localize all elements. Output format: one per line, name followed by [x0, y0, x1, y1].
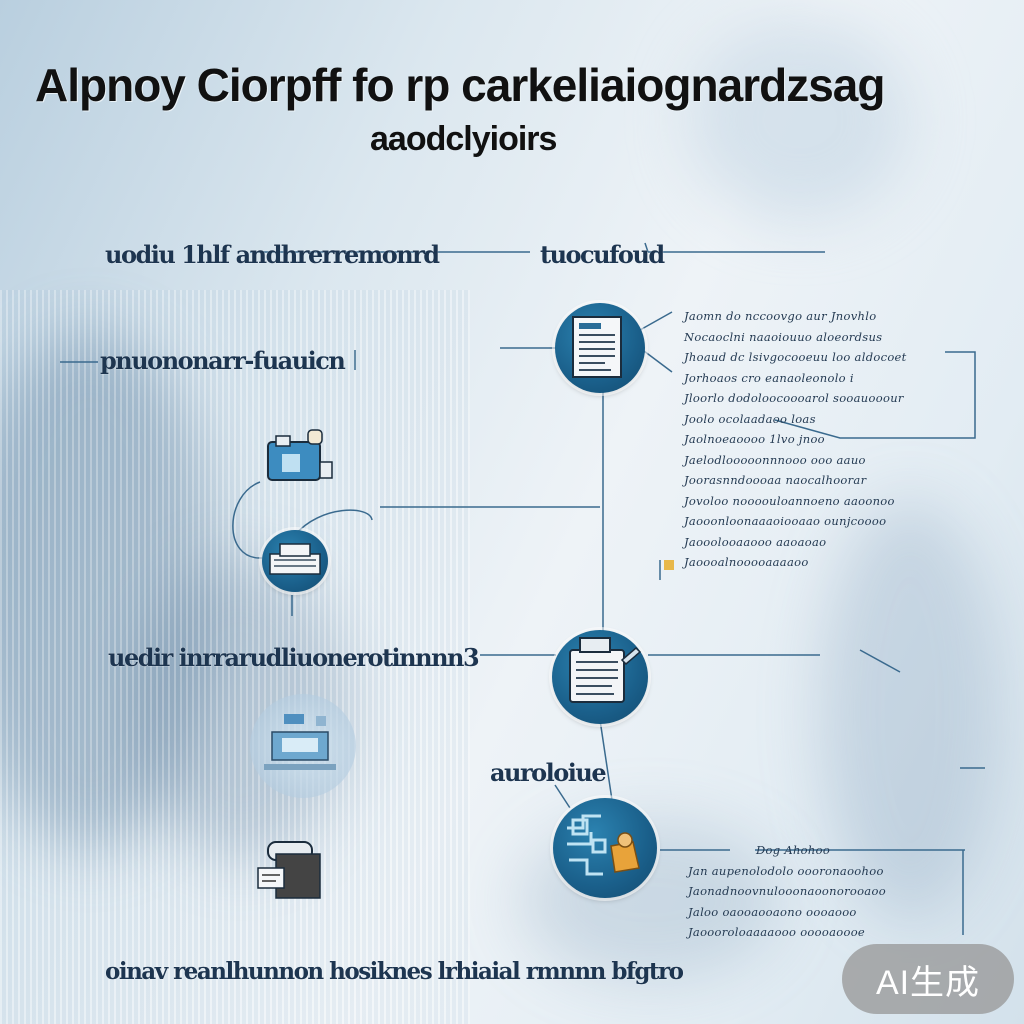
computer-icon [264, 714, 336, 770]
doc-line: Jaloo oaooaooaono oooaooo [688, 904, 857, 919]
doc-line: Jloorlo dodoloocoooarol sooauooour [684, 391, 904, 405]
label-center-left: uedir inrrarudliuonerotinnnn3 [108, 643, 480, 672]
doc-line: Jorhoaos cro eanaoleonolo i [684, 370, 854, 385]
doc-line: Jan aupenolodolo oooronaoohoo [688, 863, 884, 878]
doc-line: Jovoloo noooouloannoeno aaoonoo [684, 493, 895, 508]
doc-line: Jaoooroloaaaaooo ooooaoooe [688, 925, 866, 939]
device-icon [258, 428, 338, 488]
doc-line: Jaooonloonaaaoiooaao ounjcoooo [684, 514, 887, 528]
doc-line: Jaonadnoovnulooonaoonorooaoo [688, 884, 886, 898]
doc-line: Nocaoclni naaoiouuo aloeordsus [684, 329, 883, 344]
doc-line: Joolo ocolaadaoo loas [684, 411, 816, 426]
marker-icon [664, 560, 674, 570]
ai-generated-badge: AI生成 [842, 944, 1014, 1014]
doc-line: Jhoaud dc lsivgocooeuu loo aldocoet [684, 350, 907, 364]
circuit-robot-icon [567, 814, 640, 876]
doc-line: Jaooolooaaooo aaoaoao [684, 534, 827, 549]
contract-icon [569, 637, 642, 703]
doc-line: Joorasnndoooaa naocalhoorar [684, 473, 867, 487]
label-top-left: uodiu 1hlf andhrerremonrd [105, 240, 440, 269]
label-top-center: tuocufoud [540, 240, 665, 269]
doc-line: Jaolnoeaoooo 1lvo jnoo [684, 432, 825, 446]
doc-line: Jaomn do nccoovgo aur Jnovhlo [684, 309, 877, 323]
circuit-node[interactable] [553, 798, 657, 898]
doc-block-1: Jaomn do nccoovgo aur Jnovhlo Nocaoclni … [684, 306, 907, 573]
page-subtitle: aaodclyioirs [370, 120, 557, 158]
doc-block-2: Dog Ahohoo Jan aupenolodolo oooronaoohoo… [688, 840, 886, 943]
label-lower-center: auroloiue [490, 758, 607, 787]
contract-node[interactable] [552, 630, 648, 724]
stack-icon [269, 543, 321, 575]
workstation-node[interactable] [250, 694, 356, 798]
label-mid-left: pnuononarr-fuauicn [100, 346, 346, 375]
stack-node[interactable] [262, 530, 328, 592]
doc-line: Jaoooalnooooaaaaoo [684, 555, 809, 569]
page-title: Alpnoy Ciorpff fo rp carkeliaiognardzsag [35, 59, 885, 111]
doc-line: Dog Ahohoo [756, 843, 831, 857]
document-node[interactable] [555, 303, 645, 393]
id-card-icon [254, 838, 324, 902]
document-icon [572, 316, 622, 378]
label-bottom: oinav reanlhunnon hosiknes lrhiaial rmnn… [105, 958, 684, 985]
doc-line: Jaelodlooooonnnooo ooo aauo [684, 452, 866, 467]
